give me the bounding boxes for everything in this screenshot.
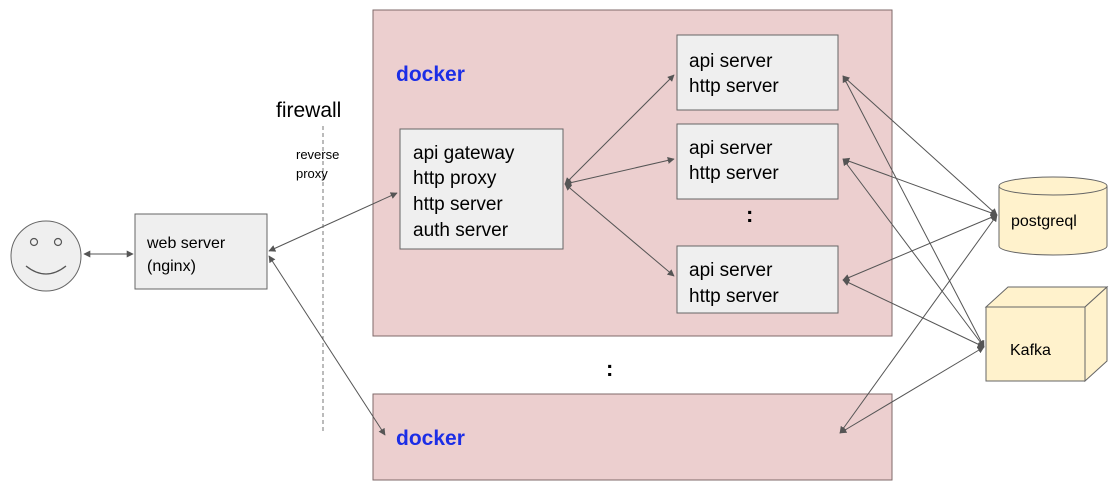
arrow-webserver-gateway: [268, 192, 398, 252]
web-server-line-2: (nginx): [147, 258, 196, 275]
api-server-2-line-1: api server: [689, 138, 773, 159]
kafka-label: Kafka: [1010, 342, 1051, 359]
docker-label-second: docker: [396, 427, 465, 450]
arrow-gateway-api3: [564, 183, 675, 277]
arrow-webserver-docker2: [268, 255, 386, 436]
api-server-3-line-2: http server: [689, 286, 779, 307]
api-server-1-line-1: api server: [689, 51, 773, 72]
api-server-box-2: api server http server: [676, 123, 839, 200]
firewall: firewall reverse proxy: [276, 99, 341, 433]
web-server-box: web server (nginx): [134, 213, 268, 290]
web-server-line-1: web server: [146, 235, 226, 252]
arrow-gateway-api2: [564, 156, 675, 187]
api-server-2-line-2: http server: [689, 163, 779, 184]
api-server-1-line-2: http server: [689, 76, 779, 97]
arrow-docker2-kafka: [839, 346, 985, 434]
api-server-box-3: api server http server: [676, 245, 839, 314]
firewall-note-line-2: proxy: [296, 166, 328, 181]
docker-ellipsis: :: [606, 356, 613, 381]
api-server-3-line-1: api server: [689, 260, 773, 281]
postgres-label: postgreql: [1011, 213, 1077, 230]
api-server-ellipsis: :: [746, 202, 753, 227]
cube-icon: Kafka: [984, 285, 1109, 383]
api-server-box-1: api server http server: [676, 34, 839, 111]
smiley-face-icon: [10, 220, 82, 292]
api-gateway-line-4: auth server: [413, 220, 509, 241]
api-gateway-line-3: http server: [413, 194, 503, 215]
api-gateway-line-2: http proxy: [413, 168, 497, 189]
firewall-label: firewall: [276, 99, 341, 122]
api-gateway-line-1: api gateway: [413, 143, 515, 164]
api-gateway-box: api gateway http proxy http server auth …: [399, 128, 564, 250]
firewall-note-line-1: reverse: [296, 147, 339, 162]
database-cylinder-icon: postgreql: [998, 176, 1108, 256]
docker-label-main: docker: [396, 63, 465, 86]
connectors: [83, 74, 998, 436]
docker-container-second: docker: [372, 393, 893, 481]
